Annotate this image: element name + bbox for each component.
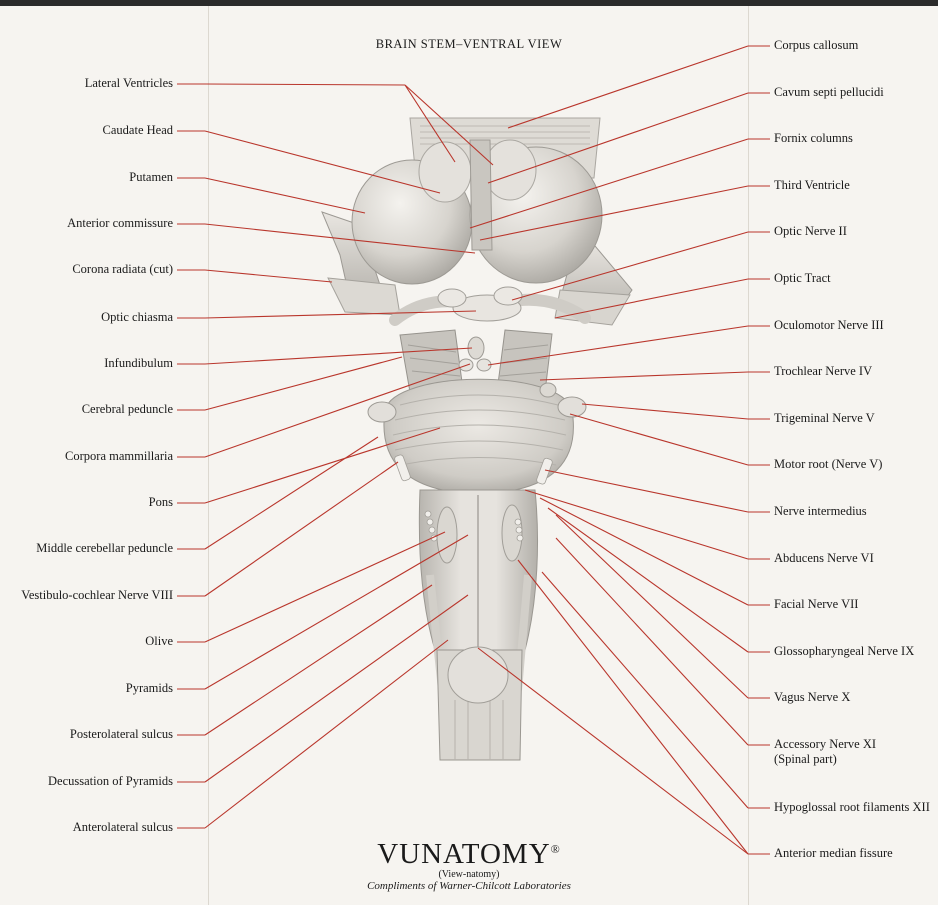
leader-line-left	[204, 461, 399, 597]
leader-line-left	[204, 347, 473, 365]
label-nerve-intermedius: Nerve intermedius	[774, 504, 867, 518]
leader-line-right	[511, 231, 749, 301]
label-lateral-ventricles: Lateral Ventricles	[84, 76, 173, 90]
label-corpora-mammillaria: Corpora mammillaria	[65, 449, 173, 463]
leader-line-left	[204, 436, 379, 550]
label-third-ventricle: Third Ventricle	[774, 178, 850, 192]
cerebellar-peduncle-right	[539, 382, 557, 398]
leader-line-left	[204, 223, 476, 254]
label-olive: Olive	[145, 634, 173, 648]
leader-line-right	[477, 647, 749, 855]
trigeminal-nerve-left	[367, 401, 397, 423]
leader-line-left	[204, 531, 446, 643]
label-hypoglossal-root-filaments: Hypoglossal root filaments XII	[774, 800, 930, 814]
label-vestibulo-cochlear-nerve: Vestibulo-cochlear Nerve VIII	[21, 588, 173, 602]
corona-radiata-lower-left	[327, 277, 401, 316]
leader-line-right	[487, 92, 749, 184]
label-caudate-head: Caudate Head	[102, 123, 173, 137]
label-oculomotor-nerve: Oculomotor Nerve III	[774, 318, 884, 332]
leader-line-left	[204, 356, 403, 411]
label-corona-radiata: Corona radiata (cut)	[72, 262, 173, 276]
leader-line-right	[569, 413, 749, 466]
decussation-of-pyramids	[447, 646, 509, 704]
label-accessory-nerve: Accessory Nerve XI	[774, 737, 877, 751]
leader-line-right	[547, 507, 749, 653]
trigeminal-nerve-right	[557, 396, 587, 418]
caudate-right	[483, 139, 537, 201]
label-pyramids: Pyramids	[125, 681, 173, 695]
brand-credit: Compliments of Warner-Chilcott Laborator…	[367, 880, 571, 892]
label-anterolateral-sulcus: Anterolateral sulcus	[72, 820, 173, 834]
brand-name: VUNATOMY	[377, 838, 551, 870]
leader-line-left	[204, 310, 477, 319]
label-glossopharyngeal-nerve: Glossopharyngeal Nerve IX	[774, 644, 915, 658]
label-optic-chiasma: Optic chiasma	[101, 310, 173, 324]
label-fornix-columns: Fornix columns	[774, 131, 853, 145]
label-facial-nerve: Facial Nerve VII	[774, 597, 859, 611]
label-decussation-of-pyramids: Decussation of Pyramids	[48, 774, 173, 788]
label-anterior-median-fissure: Anterior median fissure	[774, 846, 893, 860]
leader-line-right	[555, 537, 749, 746]
leader-line-right	[524, 489, 749, 560]
leader-line-right	[581, 403, 749, 420]
label-trigeminal-nerve: Trigeminal Nerve V	[774, 411, 875, 425]
leader-line-left	[204, 130, 441, 194]
leader-line-left	[204, 177, 366, 214]
leader-line-right	[554, 278, 749, 319]
leader-line-right	[479, 185, 749, 241]
leader-lines	[177, 45, 770, 855]
fold-line-right	[748, 6, 749, 905]
label-optic-tract: Optic Tract	[774, 271, 831, 285]
label-cavum-septi-pellucidi: Cavum septi pellucidi	[774, 85, 884, 99]
label-middle-cerebellar-peduncle: Middle cerebellar peduncle	[36, 541, 173, 555]
leader-line-right	[544, 469, 749, 513]
olive-left	[436, 506, 458, 564]
leader-line-right	[507, 45, 749, 129]
brand-logo: VUNATOMY®	[0, 838, 938, 871]
caudate-left	[418, 141, 472, 203]
leader-line-left	[204, 594, 469, 783]
leader-line-right	[469, 138, 749, 229]
leader-line-right	[539, 371, 749, 381]
leader-line-left	[204, 639, 449, 829]
label-vagus-nerve: Vagus Nerve X	[774, 690, 851, 704]
leader-line-right	[487, 325, 749, 366]
label-anterior-commissure: Anterior commissure	[67, 216, 173, 230]
label-infundibulum: Infundibulum	[104, 356, 173, 370]
leader-line-right	[517, 559, 749, 855]
diagram-title: BRAIN STEM–VENTRAL VIEW	[375, 37, 563, 51]
leader-line-right	[539, 497, 749, 606]
label-optic-nerve: Optic Nerve II	[774, 224, 847, 238]
label-motor-root: Motor root (Nerve V)	[774, 457, 883, 471]
leader-line-left	[404, 84, 456, 163]
label-posterolateral-sulcus: Posterolateral sulcus	[69, 727, 173, 741]
top-edge	[0, 0, 938, 6]
leader-line-left	[404, 84, 494, 166]
leader-line-left	[204, 269, 333, 283]
leader-line-left	[204, 534, 469, 690]
leader-line-left	[204, 584, 433, 736]
optic-nerve-right	[493, 286, 523, 306]
label-accessory-nerve-subnote: (Spinal part)	[774, 752, 837, 766]
optic-nerve-left	[437, 288, 467, 308]
leader-line-right	[555, 514, 749, 699]
registered-mark: ®	[550, 842, 561, 856]
label-putamen: Putamen	[129, 170, 173, 184]
leader-line-left	[204, 83, 406, 86]
septum	[469, 139, 493, 251]
leader-line-right	[541, 571, 749, 809]
label-trochlear-nerve: Trochlear Nerve IV	[774, 364, 873, 378]
label-cerebral-peduncle: Cerebral peduncle	[81, 402, 173, 416]
label-abducens-nerve: Abducens Nerve VI	[774, 551, 874, 565]
leader-line-left	[204, 427, 441, 504]
leader-line-left	[204, 363, 471, 458]
label-corpus-callosum: Corpus callosum	[774, 38, 859, 52]
label-pons: Pons	[148, 495, 173, 509]
brand-pronunciation: (View-natomy)	[438, 869, 500, 880]
